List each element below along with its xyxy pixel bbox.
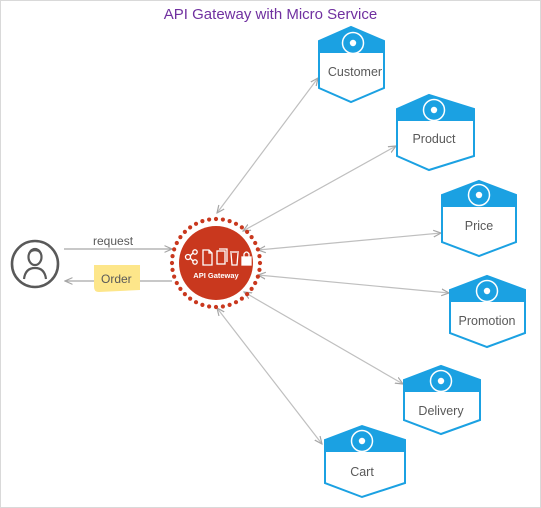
gateway-ring-dot [193, 300, 199, 305]
service-delivery[interactable]: Delivery [403, 364, 481, 436]
gateway-ring-dot [174, 280, 179, 286]
gateway-ring-dot [233, 221, 239, 226]
connector-promotion [258, 275, 449, 293]
lock-icon [241, 251, 252, 266]
service-customer[interactable]: Customer [318, 25, 385, 104]
gateway-ring-dot [255, 247, 260, 252]
files-icon [216, 248, 228, 265]
request-label: request [93, 234, 134, 248]
gateway-ring-dot [200, 302, 205, 307]
gateway-ring-dot [239, 225, 244, 230]
gateway-ring-dot [239, 296, 244, 301]
gateway-ring-dot [200, 219, 205, 224]
service-label-promotion: Promotion [459, 314, 516, 328]
gateway-ring-dot [249, 235, 254, 240]
gateway-ring-dot [253, 280, 258, 286]
api-gateway: API Gateway [169, 216, 263, 310]
gateway-ring-dot [257, 254, 262, 259]
gateway-ring-dot [172, 274, 177, 279]
gateway-ring-dot [245, 229, 250, 234]
gateway-ring-dot [169, 260, 175, 266]
connector-delivery [244, 292, 403, 384]
connector-price [258, 233, 441, 250]
service-price[interactable]: Price [441, 179, 517, 258]
connector-product [243, 146, 396, 231]
trash-icon [230, 251, 239, 266]
service-label-customer: Customer [328, 65, 382, 79]
gateway-ring-dot [207, 217, 212, 222]
gateway-ring-dot [174, 240, 179, 246]
gateway-ring-dot [249, 286, 254, 291]
service-cart[interactable]: Cart [324, 424, 406, 499]
document-icon [202, 249, 213, 266]
gateway-dotted-ring [169, 216, 263, 310]
service-product[interactable]: Product [396, 93, 475, 172]
service-promotion[interactable]: Promotion [449, 274, 526, 349]
gateway-ring-dot [193, 221, 199, 226]
connector-customer [217, 78, 318, 213]
connector-cart [217, 308, 322, 444]
gateway-ring-dot [220, 304, 225, 309]
gateway-ring-dot [182, 229, 187, 234]
gateway-ring-dot [172, 247, 177, 252]
gateway-ring-dot [257, 267, 262, 272]
gateway-ring-dot [253, 240, 258, 246]
order-label: Order [101, 272, 132, 286]
order-note: Order [94, 265, 140, 292]
gateway-ring-dot [227, 219, 232, 224]
network-icon [184, 249, 198, 265]
gateway-ring-dot [227, 302, 232, 307]
gateway-ring-dot [233, 300, 239, 305]
service-label-price: Price [465, 219, 494, 233]
gateway-ring-dot [207, 304, 212, 309]
gateway-ring-dot [188, 225, 193, 230]
gateway-ring-dot [255, 274, 260, 279]
gateway-ring-dot [178, 286, 183, 291]
gateway-ring-dot [188, 296, 193, 301]
gateway-ring-dot [178, 235, 183, 240]
service-label-cart: Cart [350, 465, 374, 479]
service-label-delivery: Delivery [418, 404, 464, 418]
gateway-ring-dot [257, 260, 263, 266]
user-icon [10, 239, 60, 289]
diagram-title: API Gateway with Micro Service [163, 6, 378, 23]
service-label-product: Product [412, 132, 456, 146]
gateway-ring-dot [245, 292, 250, 297]
gateway-label: API Gateway [193, 271, 239, 280]
gateway-ring-dot [213, 304, 219, 310]
gateway-ring-dot [170, 267, 175, 272]
gateway-ring-dot [213, 216, 219, 222]
gateway-ring-dot [182, 292, 187, 297]
gateway-ring-dot [220, 217, 225, 222]
gateway-ring-dot [170, 254, 175, 259]
connectors [217, 78, 449, 444]
